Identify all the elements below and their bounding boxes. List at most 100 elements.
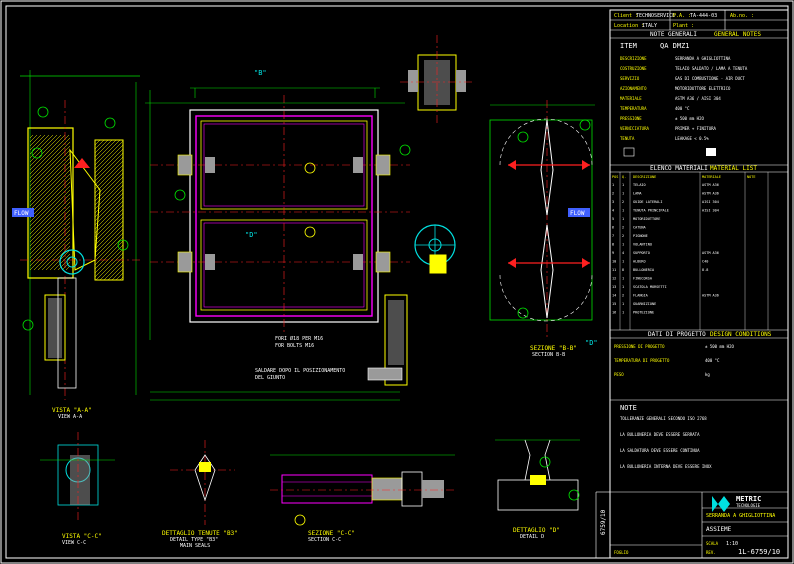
bom-cell: 9 — [612, 251, 614, 255]
bom-cell: ASTM A36 — [702, 294, 719, 298]
scale-label: SCALA — [706, 541, 719, 546]
bom-cell: 1 — [622, 277, 624, 281]
notes-row-value: GAS DI COMBUSTIONE - AIR DUCT — [675, 76, 745, 81]
client-value: TECHNOSERVICE — [636, 13, 675, 19]
seal-detail-subtitle-2: MAIN SEALS — [180, 543, 210, 549]
bom-cell: ASTM A36 — [702, 192, 719, 196]
bom-cell: 8.8 — [702, 268, 708, 272]
note-line: TOLLERANZE GENERALI SECONDO ISO 2768 — [620, 416, 707, 421]
view-b-subtitle: SECTION B-B — [532, 352, 565, 358]
bom-header: NOTE — [747, 175, 755, 179]
notes-row-key: TEMPERATURA — [620, 106, 647, 111]
bom-header: Q. — [622, 175, 626, 179]
detail-d-subtitle: DETAIL D — [520, 534, 544, 540]
note-line: LA BULLONERIA DEVE ESSERE SERRATA — [620, 432, 700, 437]
notes-row-key: PRESSIONE — [620, 116, 642, 121]
view-a-subtitle: VIEW A-A — [58, 414, 82, 420]
bom-cell: 1 — [622, 209, 624, 213]
ab-label: Ab.no. : — [730, 13, 754, 19]
bom-cell: BULLONERIA — [633, 268, 655, 272]
bom-cell: PIGNONE — [633, 234, 648, 238]
bom-cell: C40 — [702, 260, 708, 264]
location-value: ITALY — [642, 23, 657, 29]
view-a-a: FLOW — [12, 70, 140, 400]
bom-cell: SCATOLA MORSETTI — [633, 285, 667, 289]
location-label: Location : — [614, 23, 644, 29]
seal-detail-subtitle: DETAIL TYPE "B3" — [170, 537, 218, 543]
bom-cell: 4 — [612, 209, 614, 213]
section-b-b: FLOW — [489, 100, 595, 340]
bom-cell: 1 — [612, 183, 614, 187]
rev-label: REV. — [706, 550, 716, 555]
weld-note-2: DEL GIUNTO — [255, 375, 285, 381]
view-b-title: SEZIONE "B-B" — [530, 345, 577, 352]
flow-arrow-right — [568, 208, 590, 217]
section-cc-subtitle: SECTION C-C — [308, 537, 341, 543]
notes-row-key: DESCRIZIONE — [620, 56, 647, 61]
bom-cell: 3 — [612, 200, 614, 204]
bom-cell: AISI 304 — [702, 209, 719, 213]
bom-cell: 1 — [622, 192, 624, 196]
bom-header: POS — [612, 175, 618, 179]
flow-arrow-left — [12, 208, 34, 217]
bom-title: ELENCO MATERIALI — [650, 165, 708, 172]
bom-cell: CATENA — [633, 226, 647, 230]
bom-cell: 14 — [612, 294, 616, 298]
svg-text:"B": "B" — [254, 69, 267, 77]
bom-cell: 2 — [612, 192, 614, 196]
design-row-key: PRESSIONE DI PROGETTO — [614, 344, 665, 349]
bom-cell: 15 — [612, 302, 616, 306]
design-row-value: ± 500 mm H2O — [705, 344, 734, 349]
pa-value: TA-444-03 — [690, 13, 717, 19]
drawing-sub: ASSIEME — [706, 526, 732, 533]
bom-cell: SUPPORTO — [633, 251, 650, 255]
bom-cell: MOTORIDUTTORE — [633, 217, 660, 221]
company-sub: TECNOLOGIE — [736, 503, 761, 508]
bom-cell: 8 — [622, 268, 624, 272]
design-row-key: PESO — [614, 372, 624, 377]
view-a-title: VISTA "A-A" — [52, 407, 92, 414]
bom-cell: 8 — [612, 243, 614, 247]
bom-cell: GUIDE LATERALI — [633, 200, 663, 204]
bolt-note-1: FORI Ø18 PER M16 — [275, 335, 323, 342]
bom-cell: 1 — [622, 285, 624, 289]
bom-cell: PROTEZIONE — [633, 311, 654, 315]
bom-cell: 1 — [622, 260, 624, 264]
bom-cell: 1 — [622, 243, 624, 247]
bom-cell: 12 — [612, 277, 616, 281]
note-lines: TOLLERANZE GENERALI SECONDO ISO 2768 LA B… — [620, 416, 712, 469]
bom-cell: 7 — [612, 234, 614, 238]
view-c-title: VISTA "C-C" — [62, 533, 102, 540]
bom-cell: GUARNIZIONE — [633, 302, 656, 306]
bom-cell: 2 — [622, 294, 624, 298]
notes-row-key: VERNICIATURA — [620, 126, 649, 131]
bom-cell: FLANGIA — [633, 294, 649, 298]
bom-cell: 2 — [622, 234, 624, 238]
notes-row-key: TENUTA — [620, 136, 635, 141]
notes-row-key: MATERIALE — [620, 96, 642, 101]
scale-value: 1:10 — [726, 541, 738, 547]
notes-row-value: 400 °C — [675, 106, 690, 111]
bom-cell: 2 — [622, 200, 624, 204]
notes-title: NOTE GENERALI — [650, 31, 697, 38]
client-label: Client : — [614, 13, 638, 19]
view-c-subtitle: VIEW C-C — [62, 540, 86, 546]
note-title: NOTE — [620, 404, 637, 412]
bom-cell: VOLANTINO — [633, 243, 652, 247]
drawing-title: SERRANDA A GHIGLIOTTINA — [706, 513, 775, 519]
company-name: METRIC — [736, 495, 761, 503]
notes-row-value: TELAIO SALDATO / LAMA A TENUTA — [675, 66, 748, 71]
title-block — [595, 9, 789, 559]
shaft-detail — [400, 35, 475, 125]
bom-cell: 1 — [622, 217, 624, 221]
flow-label-right: FLOW — [570, 210, 585, 217]
notes-row-value: LEAKAGE < 0.5% — [675, 136, 709, 141]
plant-label: Plant : — [673, 23, 694, 29]
left-housing — [27, 127, 74, 279]
bolt-note-2: FOR BOLTS M16 — [275, 343, 314, 349]
sheet-label: FOGLIO — [614, 550, 629, 555]
side-code: 6759/10 — [600, 509, 607, 535]
